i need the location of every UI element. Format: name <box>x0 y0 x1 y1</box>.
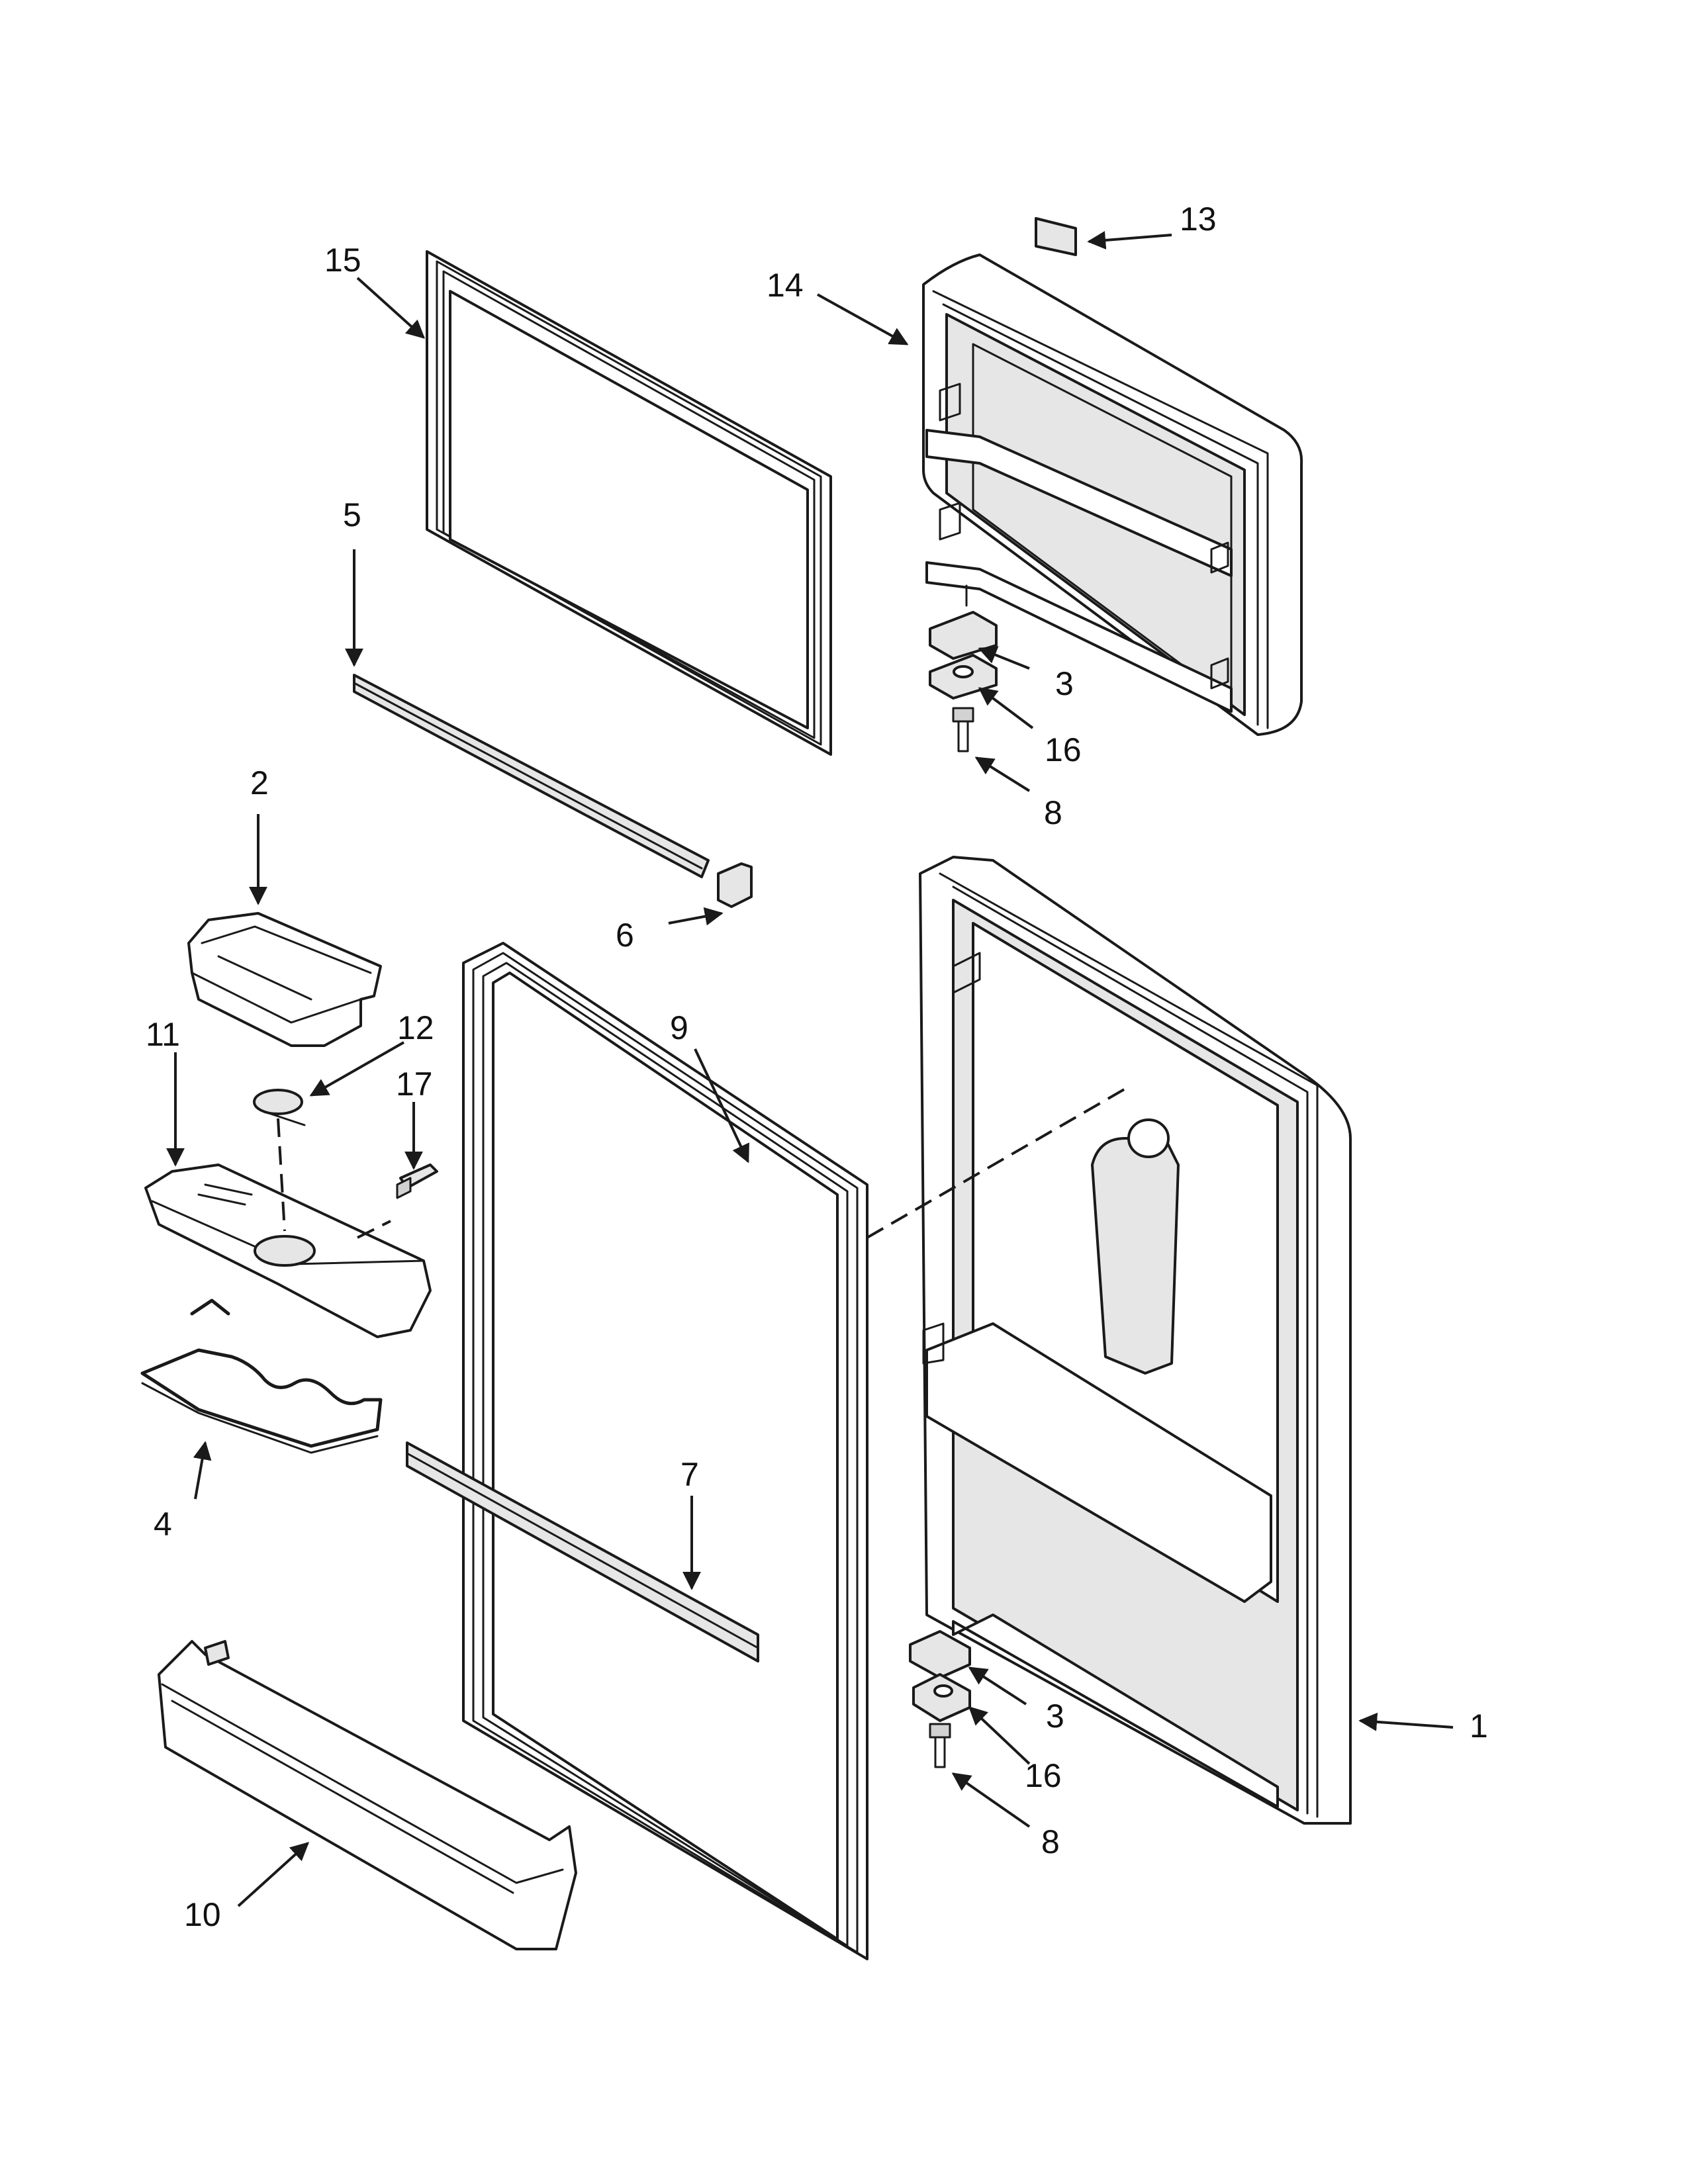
leader-lines <box>166 231 1454 1907</box>
part-7-trim-bar <box>406 1441 759 1662</box>
callout-16-lower: 16 <box>1025 1757 1062 1794</box>
part-6-end-cap <box>717 862 753 908</box>
callout-14: 14 <box>767 267 804 304</box>
part-4-wine-rack <box>140 1298 383 1454</box>
callout-10: 10 <box>184 1896 221 1933</box>
callout-17: 17 <box>396 1066 433 1103</box>
assembly-guide-line-3 <box>277 1118 286 1232</box>
callout-16-upper: 16 <box>1045 731 1082 768</box>
callout-12: 12 <box>397 1009 434 1046</box>
part-11-control-housing <box>144 1163 432 1338</box>
part-17-shaft <box>396 1163 438 1199</box>
callout-1: 1 <box>1470 1707 1488 1745</box>
callout-3-upper: 3 <box>1055 665 1074 702</box>
callout-2: 2 <box>250 764 269 801</box>
part-10-door-shelf <box>158 1640 577 1950</box>
callout-3-lower: 3 <box>1046 1698 1064 1735</box>
hinge-assembly-upper <box>929 584 998 752</box>
callout-13: 13 <box>1180 201 1217 238</box>
assembly-guide-line <box>867 1087 1126 1239</box>
assembly-guide-line-2 <box>357 1220 391 1239</box>
part-9-door-gasket <box>462 942 868 1960</box>
callout-9: 9 <box>670 1009 688 1046</box>
part-5-trim-bar <box>353 674 710 878</box>
callout-6: 6 <box>616 917 634 954</box>
part-14-freezer-door <box>922 253 1303 736</box>
part-2-door-bin <box>187 912 382 1047</box>
callout-8-lower: 8 <box>1041 1823 1060 1860</box>
callout-5: 5 <box>343 496 361 533</box>
callout-11: 11 <box>146 1016 180 1053</box>
callout-15: 15 <box>324 242 361 279</box>
hinge-assembly-lower <box>909 1630 971 1768</box>
part-15-freezer-gasket <box>426 250 832 756</box>
part-12-control-knob <box>253 1089 306 1126</box>
callout-4: 4 <box>154 1506 172 1543</box>
callout-7: 7 <box>680 1456 699 1493</box>
callout-8-upper: 8 <box>1044 794 1062 831</box>
part-13-label-plate <box>1035 217 1077 256</box>
part-1-refrigerator-door <box>919 856 1352 1825</box>
